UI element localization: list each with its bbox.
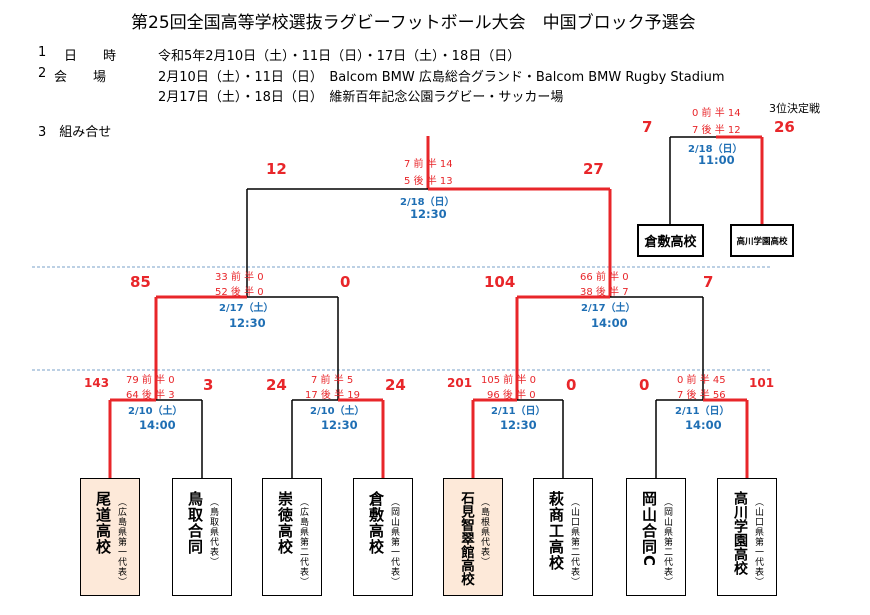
- quarter-2-date: 2/10（土）: [310, 406, 365, 417]
- team-region: （山口県第二代表）: [569, 497, 579, 587]
- date-value: 令和5年2月10日（土）・11日（日）・17日（土）・18日（日）: [158, 49, 521, 64]
- quarter-1-date: 2/10（土）: [128, 406, 183, 417]
- semi-2-date: 2/17（土）: [581, 303, 636, 314]
- venue-line-2: 2月17日（土）・18日（日） 維新百年記念公園ラグビー・サッカー場: [158, 90, 564, 105]
- third-place-team-right: 高川学園高校: [730, 224, 794, 257]
- final-date: 2/18（日）: [400, 197, 455, 208]
- date-label: 日 時: [64, 49, 117, 64]
- team-name: 倉敷高校: [367, 491, 385, 555]
- team-box: 萩商工高校 （山口県第二代表）: [533, 478, 593, 596]
- quarter-4-time: 14:00: [685, 418, 722, 432]
- quarter-3-time: 12:30: [500, 418, 537, 432]
- team-box: 鳥取合同 （鳥取県代表）: [172, 478, 232, 596]
- semi-1-right-score: 0: [340, 273, 351, 291]
- team-name: 尾道高校: [94, 491, 112, 555]
- quarter-4-second-half: 7 後 半 56: [677, 390, 726, 401]
- team-box: 石見智翠館高校 （島根県代表）: [443, 478, 503, 596]
- team-name: 萩商工高校: [547, 491, 565, 571]
- quarter-2-second-half: 17 後 半 19: [305, 390, 360, 401]
- quarter-3-date: 2/11（日）: [491, 406, 546, 417]
- semi-1-left-score: 85: [130, 273, 151, 291]
- team-region: （岡山県第二代表）: [662, 497, 672, 587]
- third-place-right-score: 26: [774, 118, 795, 136]
- team-box: 岡山合同C （岡山県第二代表）: [626, 478, 686, 596]
- semi-2-first-half: 66 前 半 0: [580, 272, 629, 283]
- final-right-score: 27: [583, 160, 604, 178]
- team-region: （島根県代表）: [479, 497, 489, 567]
- team-box: 高川学園高校 （山口県第一代表）: [717, 478, 777, 596]
- final-first-half: 7 前 半 14: [404, 159, 453, 170]
- final-second-half: 5 後 半 13: [404, 176, 453, 187]
- team-name: 崇徳高校: [276, 491, 294, 555]
- semi-1-date: 2/17（土）: [219, 303, 274, 314]
- semi-2-second-half: 38 後 半 7: [580, 287, 629, 298]
- team-name: 岡山合同C: [640, 491, 658, 568]
- semi-1-first-half: 33 前 半 0: [215, 272, 264, 283]
- team-region: （広島県第二代表）: [298, 497, 308, 587]
- team-name: 鳥取合同: [186, 491, 204, 555]
- quarter-1-time: 14:00: [139, 418, 176, 432]
- third-place-label: 3位決定戦: [769, 102, 820, 115]
- quarter-4-first-half: 0 前 半 45: [677, 375, 726, 386]
- team-region: （岡山県第一代表）: [389, 497, 399, 587]
- team-box: 倉敷高校 （岡山県第一代表）: [353, 478, 413, 596]
- quarter-4-date: 2/11（日）: [675, 406, 730, 417]
- team-box: 崇徳高校 （広島県第二代表）: [262, 478, 322, 596]
- semi-1-second-half: 52 後 半 0: [215, 287, 264, 298]
- team-name: 石見智翠館高校: [458, 491, 474, 586]
- quarter-3-first-half: 105 前 半 0: [481, 375, 536, 386]
- quarter-1-first-half: 79 前 半 0: [126, 375, 175, 386]
- quarter-2-first-half: 7 前 半 5: [311, 375, 354, 386]
- team-region: （山口県第一代表）: [753, 497, 763, 587]
- third-place-first-half: 0 前 半 14: [692, 108, 741, 119]
- page-title: 第25回全国高等学校選抜ラグビーフットボール大会 中国ブロック予選会: [131, 13, 696, 33]
- semi-2-right-score: 7: [703, 273, 714, 291]
- final-time: 12:30: [410, 207, 447, 221]
- quarter-2-right-score: 24: [385, 376, 406, 394]
- quarter-3-left-score: 201: [447, 376, 473, 390]
- semi-1-time: 12:30: [229, 316, 266, 330]
- team-region: （広島県第一代表）: [116, 497, 126, 587]
- third-place-team-left: 倉敷高校: [637, 224, 704, 257]
- third-place-date: 2/18（日）: [688, 144, 743, 155]
- venue-num: 2: [38, 66, 47, 81]
- semi-2-time: 14:00: [591, 316, 628, 330]
- quarter-3-second-half: 96 後 半 0: [487, 390, 536, 401]
- team-name: 高川学園高校: [736, 236, 788, 247]
- draw-label: 3 組み合せ: [38, 125, 112, 140]
- third-place-time: 11:00: [698, 153, 735, 167]
- quarter-1-right-score: 3: [203, 376, 214, 394]
- quarter-2-time: 12:30: [321, 418, 358, 432]
- semi-2-left-score: 104: [484, 273, 516, 291]
- third-place-second-half: 7 後 半 12: [692, 125, 741, 136]
- final-left-score: 12: [266, 160, 287, 178]
- venue-line-1: 2月10日（土）・11日（日） Balcom BMW 広島総合グランド・Balc…: [158, 70, 725, 85]
- quarter-1-second-half: 64 後 半 3: [126, 390, 175, 401]
- team-name: 高川学園高校: [732, 491, 748, 575]
- quarter-1-left-score: 143: [84, 376, 110, 390]
- third-place-left-score: 7: [642, 118, 653, 136]
- team-region: （鳥取県代表）: [208, 497, 218, 567]
- quarter-4-right-score: 101: [749, 376, 775, 390]
- team-box: 尾道高校 （広島県第一代表）: [80, 478, 140, 596]
- quarter-4-left-score: 0: [639, 376, 650, 394]
- venue-label: 会 場: [54, 70, 107, 85]
- date-num: 1: [38, 45, 47, 60]
- quarter-2-left-score: 24: [266, 376, 287, 394]
- quarter-3-right-score: 0: [566, 376, 577, 394]
- team-name: 倉敷高校: [644, 235, 697, 250]
